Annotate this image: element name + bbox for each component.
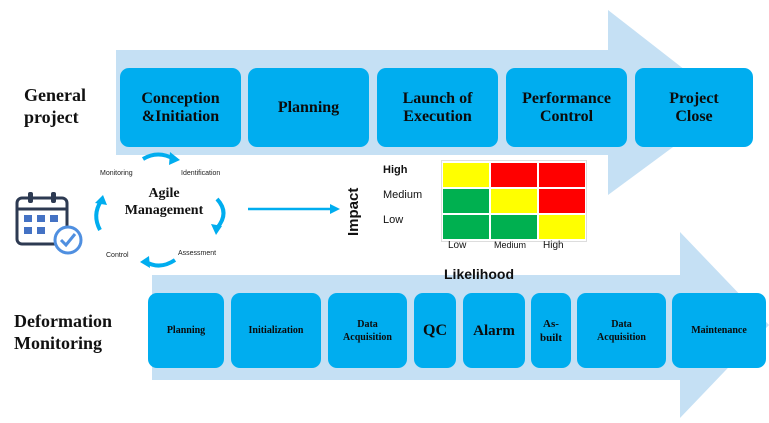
- step-line2: Close: [675, 107, 713, 125]
- cycle-arrow-top: [141, 152, 175, 161]
- general-project-label: General project: [24, 84, 86, 128]
- dm-step-as-built: As-built: [531, 293, 571, 368]
- general-project-label-line2: project: [24, 107, 79, 127]
- step-line1: Planning: [277, 98, 340, 116]
- deformation-monitoring-label: Deformation Monitoring: [14, 310, 112, 354]
- row-label-high: High: [383, 164, 408, 176]
- general-project-label-line1: General: [24, 85, 86, 105]
- matrix-cell-r0-c1: [490, 162, 538, 188]
- dm-line1: Alarm: [473, 322, 515, 339]
- col-label-low: Low: [448, 240, 467, 251]
- step-line2: Control: [539, 107, 594, 125]
- dm-line1: Data: [611, 318, 632, 330]
- stage-assessment: Assessment: [178, 250, 217, 257]
- dm-line1: QC: [423, 321, 447, 339]
- dm-step-planning: Planning: [148, 293, 224, 368]
- risk-matrix: [441, 160, 587, 242]
- dm-line2: Acquisition: [597, 331, 646, 343]
- matrix-cell-r1-c1: [490, 188, 538, 214]
- dm-step-initialization: Initialization: [231, 293, 321, 368]
- col-label-medium: Medium: [494, 240, 527, 250]
- dm-step-alarm: Alarm: [463, 293, 525, 368]
- step-line2: &Initiation: [141, 107, 220, 125]
- dm-line1: Data: [357, 318, 378, 330]
- dm-line2: built: [539, 331, 562, 344]
- agile-management-label: Agile Management: [104, 185, 224, 219]
- step-line2: Execution: [403, 107, 472, 125]
- matrix-cell-r2-c0: [442, 214, 490, 240]
- dm-step-maintenance: Maintenance: [672, 293, 766, 368]
- dm-line1: As-: [543, 317, 559, 330]
- dm-line1: Planning: [166, 325, 206, 336]
- calendar-check-icon: [15, 192, 83, 255]
- matrix-cell-r1-c2: [538, 188, 586, 214]
- impact-axis-label: Impact: [345, 187, 362, 236]
- dm-step-qc: QC: [414, 293, 456, 368]
- step-line1: Launch of: [402, 89, 473, 107]
- row-label-medium: Medium: [383, 189, 423, 201]
- stage-monitoring: Monitoring: [100, 170, 133, 177]
- dm-line2: Acquisition: [343, 331, 392, 343]
- stage-control: Control: [106, 252, 129, 259]
- cycle-arrow-bottom: [145, 258, 177, 268]
- matrix-cell-r0-c2: [538, 162, 586, 188]
- agile-line2: Management: [124, 203, 204, 218]
- matrix-cell-r0-c0: [442, 162, 490, 188]
- agile-line1: Agile: [148, 186, 180, 201]
- matrix-cell-r1-c0: [442, 188, 490, 214]
- step-planning: Planning: [248, 68, 369, 147]
- stage-identification: Identification: [181, 170, 221, 177]
- deformation-label-line1: Deformation: [14, 311, 112, 331]
- deformation-arrow: [152, 232, 769, 418]
- step-line1: Conception: [141, 89, 220, 107]
- likelihood-axis-label: Likelihood: [444, 266, 514, 282]
- cycle-arrow-left: [94, 199, 103, 231]
- row-label-low: Low: [383, 214, 404, 226]
- deformation-label-line2: Monitoring: [14, 333, 102, 353]
- dm-line1: Maintenance: [691, 325, 747, 336]
- step-line1: Performance: [522, 89, 611, 107]
- dm-line1: Initialization: [248, 325, 304, 336]
- matrix-cell-r2-c2: [538, 214, 586, 240]
- step-conception-initiation: Conception&Initiation: [120, 68, 241, 147]
- step-line1: Project: [669, 89, 719, 107]
- col-label-high: High: [543, 240, 564, 251]
- matrix-cell-r2-c1: [490, 214, 538, 240]
